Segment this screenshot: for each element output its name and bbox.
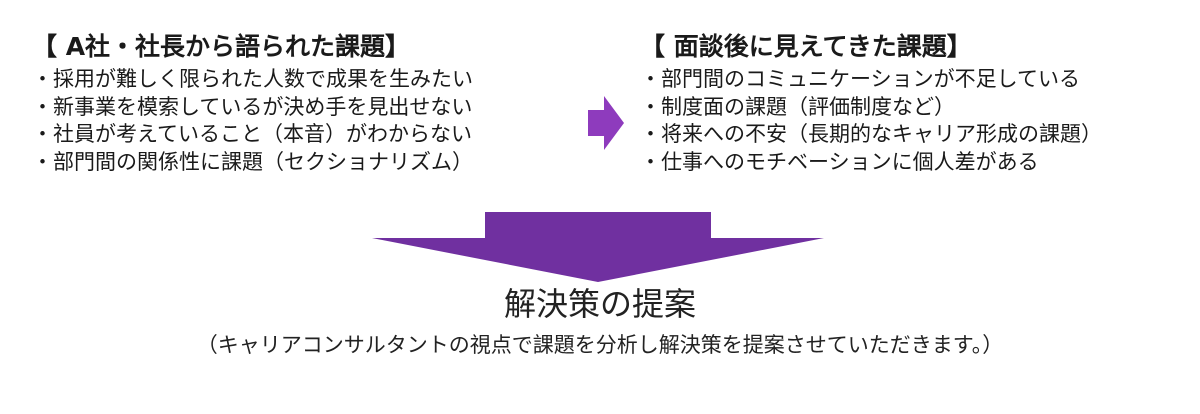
- list-item: ・制度面の課題（評価制度など）: [640, 94, 955, 119]
- list-item: ・部門間の関係性に課題（セクショナリズム）: [32, 149, 473, 174]
- interview-issues-title: 【 面談後に見えてきた課題】: [640, 32, 972, 61]
- list-item: ・将来への不安（長期的なキャリア形成の課題）: [640, 122, 1102, 146]
- down-arrow-icon: [372, 212, 824, 282]
- ceo-issues-panel: 【 A社・社長から語られた課題】 ・採用が難しく限られた人数で成果を生みたい ・…: [32, 30, 592, 176]
- list-item: ・新事業を模索しているが決め手を見出せない: [32, 94, 473, 119]
- list-item: ・社員が考えていること（本音）がわからない: [32, 122, 472, 146]
- solution-proposal-title: 解決策の提案: [503, 285, 696, 323]
- list-item: ・採用が難しく限られた人数で成果を生みたい: [32, 67, 473, 91]
- right-arrow-icon: [588, 96, 624, 150]
- list-item: ・仕事へのモチベーションに個人差がある: [640, 149, 1039, 174]
- interview-issues-panel: 【 面談後に見えてきた課題】 ・部門間のコミュニケーションが不足している ・制度…: [640, 30, 1192, 176]
- interview-issues-list: ・部門間のコミュニケーションが不足している ・制度面の課題（評価制度など） ・将…: [640, 66, 1192, 176]
- ceo-issues-title: 【 A社・社長から語られた課題】: [32, 32, 411, 61]
- list-item: ・部門間のコミュニケーションが不足している: [640, 67, 1080, 91]
- solution-proposal-note: （キャリアコンサルタントの視点で課題を分析し解決策を提案させていただきます。）: [196, 333, 1004, 357]
- ceo-issues-list: ・採用が難しく限られた人数で成果を生みたい ・新事業を模索しているが決め手を見出…: [32, 66, 592, 176]
